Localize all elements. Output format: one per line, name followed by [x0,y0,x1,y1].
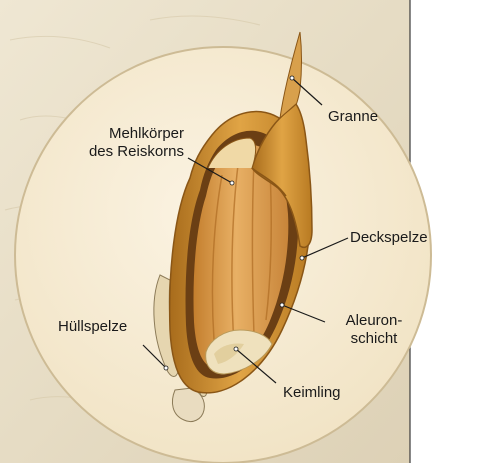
dot-mehlkoerper [230,181,234,185]
dot-granne [290,76,294,80]
label-aleuron-line1: Aleuron- [324,312,424,330]
label-keimling: Keimling [283,384,341,402]
label-granne: Granne [328,108,378,126]
dot-keimling [234,347,238,351]
dot-huellspelze [164,366,168,370]
dot-aleuron [280,303,284,307]
label-huellspelze: Hüllspelze [58,318,127,336]
label-aleuron-line2: schicht [324,330,424,348]
dot-deckspelze [300,256,304,260]
label-mehlkoerper-line1: Mehlkörper [60,125,184,143]
label-deckspelze: Deckspelze [350,229,428,247]
label-mehlkoerper-line2: des Reiskorns [40,143,184,161]
